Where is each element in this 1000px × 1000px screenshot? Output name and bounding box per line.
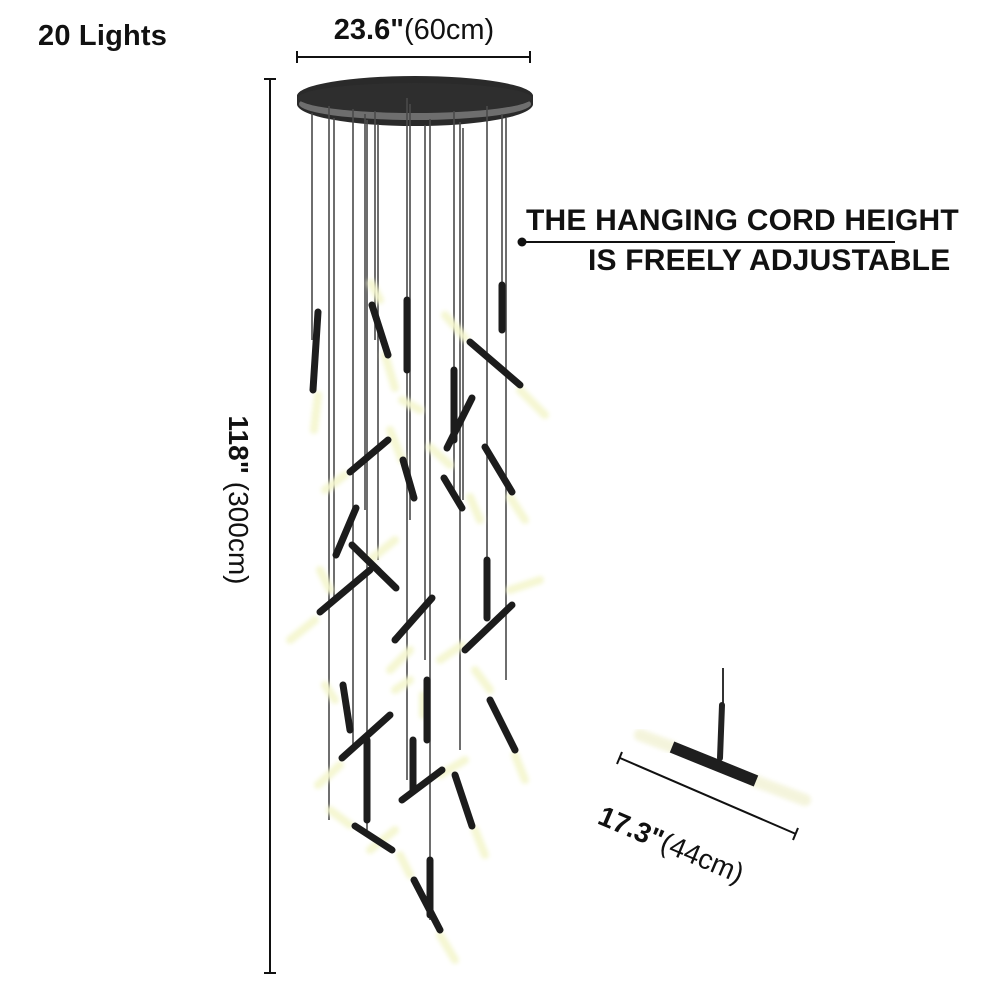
width-dimension-line — [296, 51, 531, 63]
canopy — [297, 76, 533, 126]
light-length-dimension-line — [616, 751, 799, 841]
note-pointer-line — [517, 237, 895, 247]
width-metric: (60cm) — [403, 14, 495, 46]
product-light-count-label: 20 Lights — [38, 20, 168, 52]
note-line-2: IS FREELY ADJUSTABLE — [588, 244, 951, 277]
width-imperial: 23.6" — [333, 14, 404, 46]
single-light-detail — [634, 668, 811, 806]
note-line-1: THE HANGING CORD HEIGHT — [526, 204, 959, 237]
height-dimension-line — [264, 78, 276, 974]
light-tubes — [286, 279, 549, 964]
width-dimension-label: 23.6"(60cm) — [296, 14, 532, 47]
